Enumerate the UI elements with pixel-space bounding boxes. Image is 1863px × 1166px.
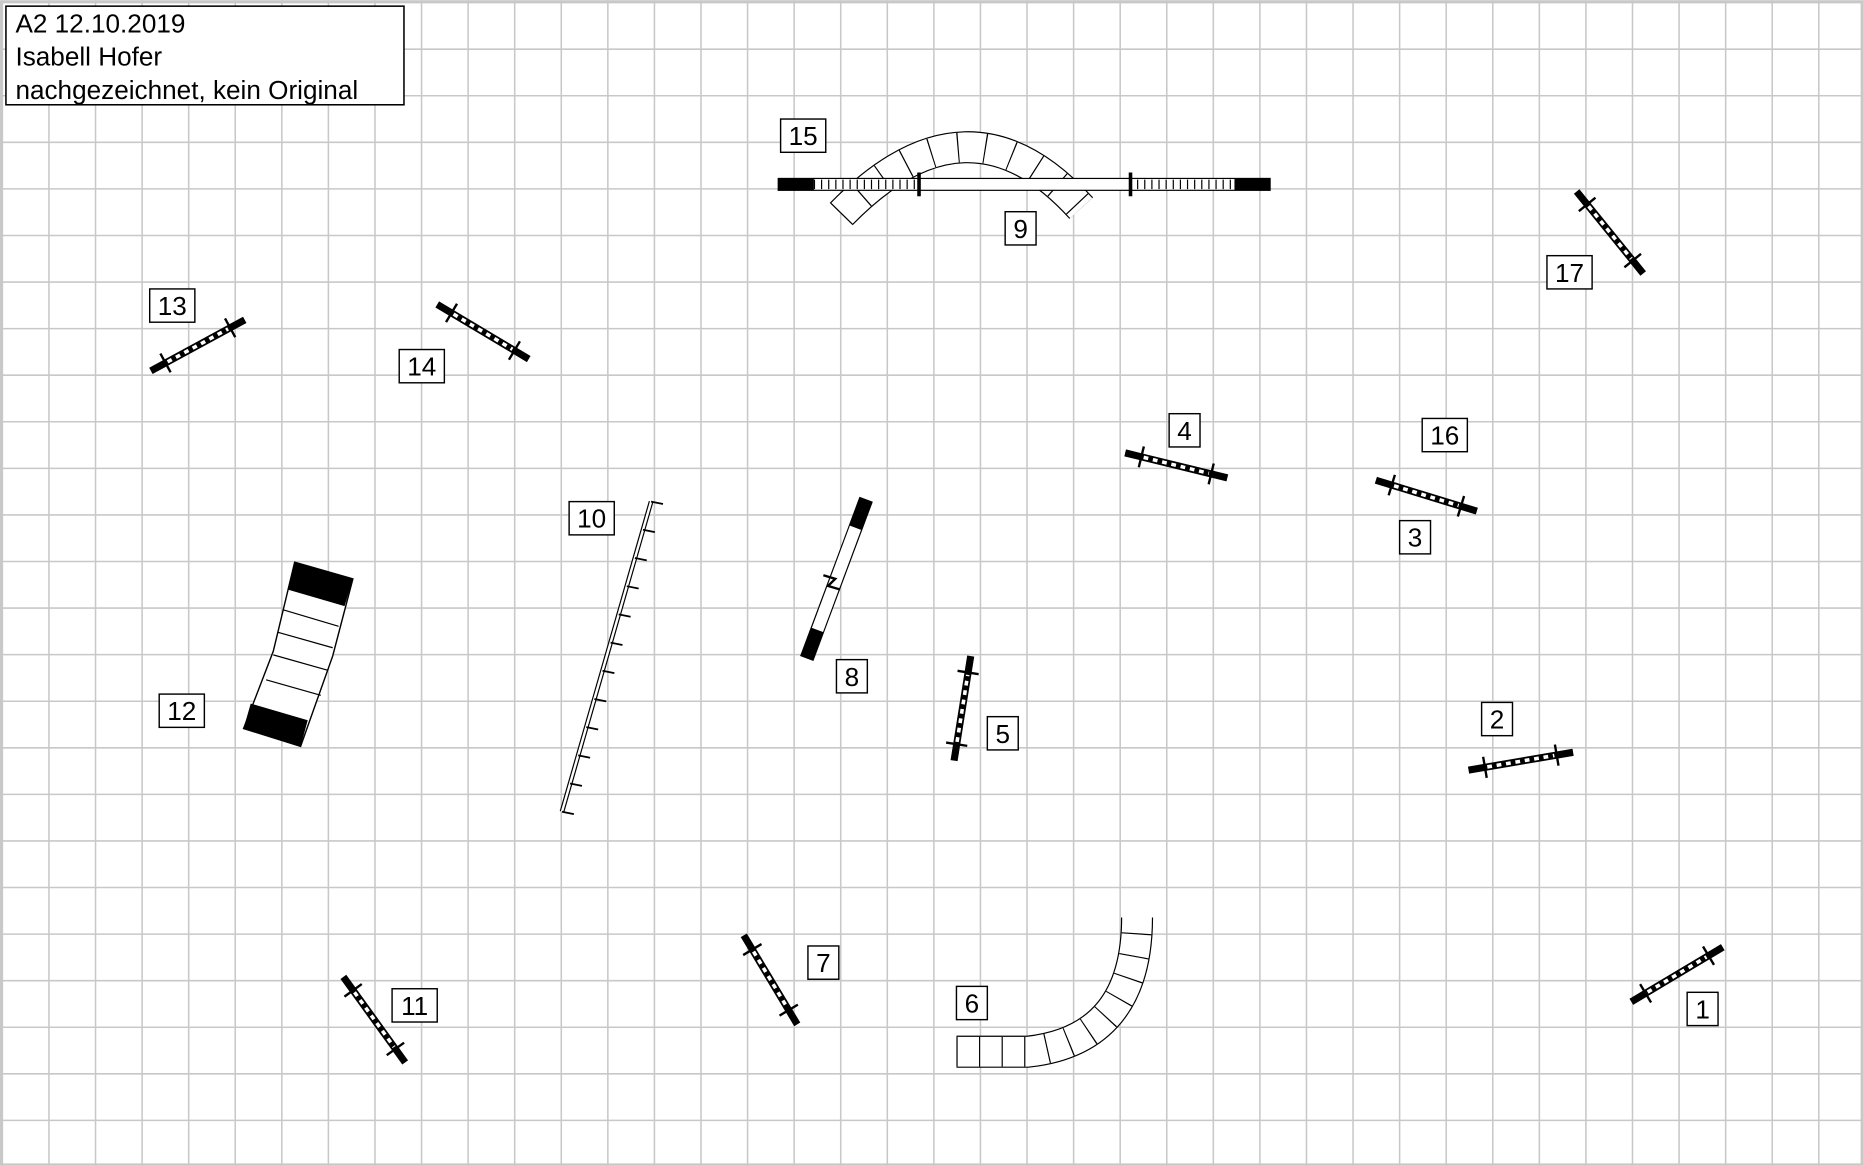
obstacle-number-10: 10	[568, 500, 615, 536]
obstacle-number-text: 2	[1490, 705, 1505, 735]
info-box: A2 12.10.2019 Isabell Hofer nachgezeichn…	[5, 5, 405, 106]
weave-pole	[610, 641, 623, 646]
obstacle-number-3: 3	[1398, 519, 1432, 555]
obstacle-number-text: 5	[996, 719, 1011, 749]
jump-wing	[1639, 983, 1653, 1004]
jump-wing	[1387, 474, 1397, 496]
weave-poles-10	[559, 500, 664, 815]
obstacle-number-text: 11	[401, 991, 428, 1021]
obstacle-number-9: 9	[1004, 210, 1037, 246]
dogwalk-15	[777, 172, 1271, 197]
weave-pole	[569, 782, 583, 787]
obstacle-number-5: 5	[986, 715, 1019, 751]
obstacle-number-6: 6	[955, 985, 989, 1021]
jump-wing	[778, 1003, 799, 1017]
jump-3	[1374, 474, 1478, 517]
jump-4	[1124, 446, 1229, 485]
jump-wing	[223, 317, 237, 338]
obstacle-number-11: 11	[391, 988, 438, 1023]
weave-pole	[586, 726, 599, 731]
tunnel-6	[956, 917, 1154, 1068]
obstacle-number-text: 17	[1555, 258, 1584, 288]
weave-pole	[634, 557, 647, 562]
obstacle-number-14: 14	[398, 348, 446, 384]
obstacle-number-text: 9	[1013, 214, 1028, 244]
weave-pole	[650, 500, 664, 505]
jump-wing	[1623, 252, 1642, 269]
obstacle-number-16: 16	[1421, 417, 1469, 453]
info-line-note: nachgezeichnet, kein Original	[15, 75, 358, 105]
jump-wing	[1456, 495, 1466, 517]
jump-2	[1467, 744, 1574, 779]
tire-8	[800, 496, 873, 661]
obstacle-number-13: 13	[148, 288, 196, 323]
jump-wing	[343, 983, 363, 998]
jump-wing	[159, 353, 172, 373]
jump-5	[945, 655, 979, 762]
jump-17	[1573, 189, 1646, 276]
jump-wing	[507, 340, 521, 361]
obstacle-number-text: 12	[167, 696, 196, 726]
weave-pole	[626, 585, 639, 590]
obstacle-number-4: 4	[1168, 412, 1201, 448]
jump-wing	[386, 1041, 405, 1057]
jump-1	[1629, 944, 1725, 1005]
jump-wing	[1578, 196, 1597, 213]
jump-13	[149, 316, 247, 375]
a-frame-12	[242, 561, 354, 748]
weave-pole	[642, 528, 656, 534]
jumps	[149, 189, 1725, 1065]
weave-pole	[561, 810, 575, 815]
obstacle-number-text: 14	[407, 352, 436, 382]
jump-wing	[1702, 945, 1716, 966]
obstacle-number-8: 8	[835, 658, 869, 694]
obstacle-number-15: 15	[779, 118, 827, 154]
obstacle-number-1: 1	[1686, 991, 1719, 1027]
obstacle-number-text: 15	[789, 121, 818, 151]
obstacle-number-text: 8	[845, 662, 860, 692]
jump-7	[740, 933, 801, 1027]
jump-wing	[1137, 446, 1146, 468]
obstacle-number-text: 3	[1408, 523, 1423, 553]
obstacle-number-17: 17	[1546, 254, 1593, 290]
weave-pole	[618, 613, 631, 618]
jump-wing	[1207, 463, 1215, 485]
jump-wing	[1553, 744, 1560, 766]
obstacle-number-text: 13	[158, 291, 187, 321]
obstacle-number-text: 10	[577, 504, 606, 534]
obstacle-number-2: 2	[1480, 701, 1514, 737]
jump-wing	[445, 303, 459, 323]
info-line-course: A2 12.10.2019	[15, 8, 185, 38]
jump-14	[435, 301, 531, 363]
jump-wing	[1481, 756, 1488, 779]
obstacle-number-text: 6	[965, 989, 980, 1019]
jump-wing	[957, 669, 979, 676]
jump-wing	[945, 741, 968, 748]
weave-pole	[594, 698, 607, 703]
weave-pole	[578, 754, 591, 759]
obstacle-number-text: 7	[816, 948, 831, 978]
obstacle-number-text: 16	[1430, 421, 1459, 451]
obstacle-number-7: 7	[807, 945, 840, 980]
obstacle-number-text: 4	[1177, 416, 1192, 446]
obstacle-number-text: 1	[1695, 994, 1710, 1024]
weave-pole	[602, 669, 615, 675]
jump-wing	[742, 943, 763, 957]
info-line-judge: Isabell Hofer	[15, 42, 162, 72]
jump-11	[340, 974, 409, 1065]
obstacle-number-12: 12	[158, 693, 206, 729]
